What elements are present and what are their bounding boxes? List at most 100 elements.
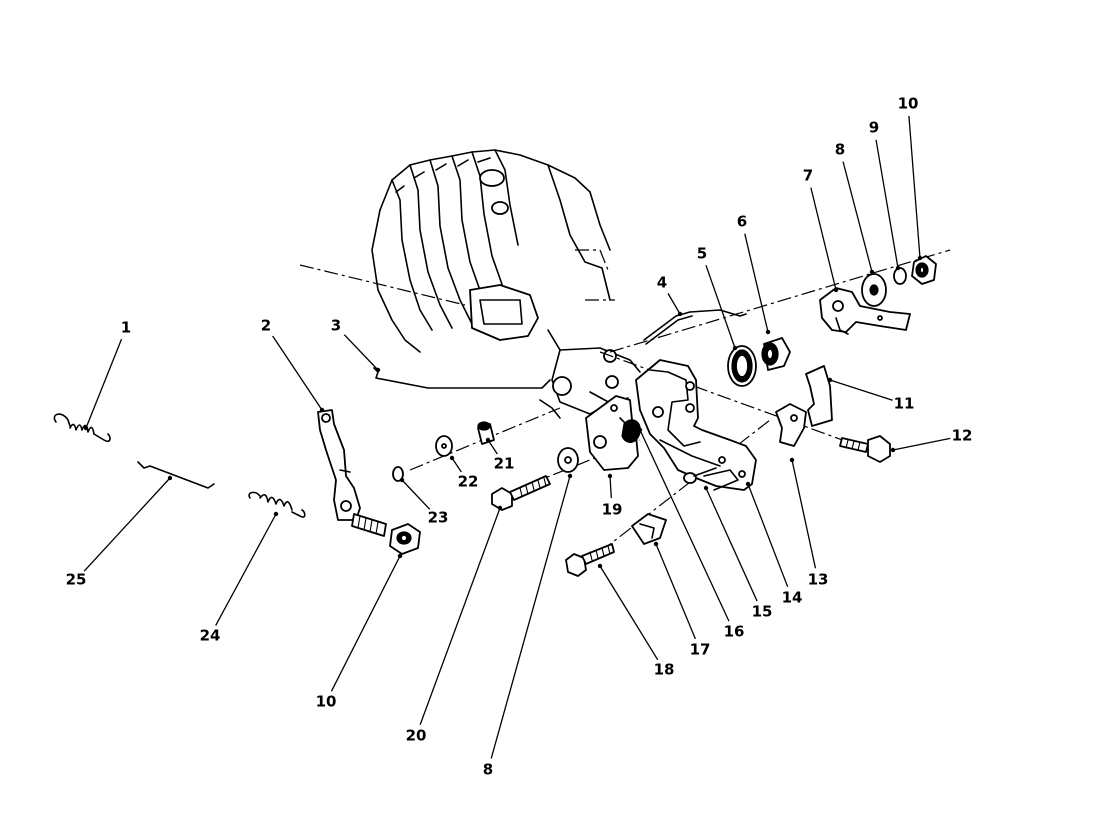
leader-line xyxy=(599,565,659,661)
part-5-spring xyxy=(727,345,757,387)
callout-number: 24 xyxy=(200,627,221,645)
part-15-pin xyxy=(683,467,717,484)
callout-number: 1 xyxy=(121,319,131,337)
callout-c5: 5 xyxy=(697,245,738,351)
leader-dot xyxy=(319,407,325,413)
leader-line xyxy=(705,487,758,602)
callout-number: 17 xyxy=(690,641,711,659)
part-4-rod xyxy=(643,309,747,345)
leader-dot xyxy=(485,437,491,443)
callout-c15: 15 xyxy=(703,485,772,621)
part-16-spring xyxy=(621,419,641,443)
part-7-throttle-lever xyxy=(819,287,911,335)
callout-number: 5 xyxy=(697,245,707,263)
callout-number: 23 xyxy=(428,509,449,527)
part-1-spring xyxy=(53,413,111,443)
callout-c10b: 10 xyxy=(316,553,403,711)
leader-dot xyxy=(653,541,659,547)
callout-c11: 11 xyxy=(827,377,915,413)
leader-line xyxy=(639,429,730,622)
callout-c8b: 8 xyxy=(483,473,573,779)
callout-number: 4 xyxy=(657,274,667,292)
leader-line xyxy=(908,115,921,259)
part-10-nut-lower xyxy=(389,523,421,555)
part-2-governor-lever xyxy=(317,409,387,537)
leader-dot xyxy=(869,269,875,275)
leader-dot xyxy=(917,255,923,261)
callout-number: 7 xyxy=(803,167,813,185)
leader-line xyxy=(667,293,681,315)
callout-number: 8 xyxy=(835,141,845,159)
callout-c24: 24 xyxy=(200,511,279,645)
callout-c20: 20 xyxy=(406,505,503,745)
part-14-lever xyxy=(703,469,739,491)
leader-dot xyxy=(375,367,381,373)
engine-block xyxy=(371,149,641,419)
callout-c7: 7 xyxy=(803,167,839,293)
part-11-bracket xyxy=(805,365,833,427)
leader-dot xyxy=(273,511,279,517)
leader-line xyxy=(215,513,277,626)
leader-dot xyxy=(677,311,683,317)
callout-c4: 4 xyxy=(657,274,683,317)
callout-c1: 1 xyxy=(83,319,131,431)
part-8-washer-lower xyxy=(557,447,579,473)
leader-line xyxy=(272,335,323,411)
callout-number: 20 xyxy=(406,727,427,745)
callout-c10a: 10 xyxy=(898,95,923,261)
leader-dot xyxy=(449,455,455,461)
part-23-clip xyxy=(392,466,404,482)
leader-dot xyxy=(567,473,573,479)
leader-dot xyxy=(497,505,503,511)
callout-number: 18 xyxy=(654,661,675,679)
callout-c18: 18 xyxy=(597,563,675,679)
leader-dot xyxy=(789,457,795,463)
callout-number: 11 xyxy=(894,395,915,413)
part-22-washer xyxy=(435,435,453,457)
callout-number: 16 xyxy=(724,623,745,641)
part-13-clamp xyxy=(775,403,807,447)
leader-line xyxy=(829,379,893,401)
callout-c6: 6 xyxy=(737,213,771,335)
leader-line xyxy=(810,187,837,291)
leader-line xyxy=(875,139,899,269)
part-24-spring xyxy=(248,491,306,518)
leader-line xyxy=(747,483,789,588)
callout-c25: 25 xyxy=(66,475,173,589)
leader-line xyxy=(419,507,501,725)
callout-number: 25 xyxy=(66,571,87,589)
part-6-bushing xyxy=(761,337,791,371)
control-plate xyxy=(635,359,757,491)
callout-c19: 19 xyxy=(602,473,623,519)
leader-line xyxy=(705,265,736,349)
part-18-screw xyxy=(565,543,615,577)
leader-dot xyxy=(895,265,901,271)
leader-dot xyxy=(399,477,405,483)
callout-number: 19 xyxy=(602,501,623,519)
leader-line xyxy=(791,459,817,569)
leader-line xyxy=(655,543,696,640)
callout-number: 12 xyxy=(952,427,973,445)
leader-dot xyxy=(607,473,613,479)
part-21-bushing xyxy=(477,421,495,445)
leader-line xyxy=(451,457,462,473)
callout-c3: 3 xyxy=(331,317,381,373)
part-12-screw xyxy=(839,435,891,463)
leader-line xyxy=(892,437,951,451)
leader-dot xyxy=(890,447,896,453)
leader-dot xyxy=(397,553,403,559)
callout-number: 6 xyxy=(737,213,747,231)
callout-c23: 23 xyxy=(399,477,449,527)
callout-c21: 21 xyxy=(485,437,514,473)
callout-c14: 14 xyxy=(745,481,802,607)
leader-dot xyxy=(83,425,89,431)
callout-c2: 2 xyxy=(261,317,325,413)
part-17-clip xyxy=(631,513,667,545)
leader-dot xyxy=(597,563,603,569)
callout-c9: 9 xyxy=(869,119,901,271)
part-10-nut-upper xyxy=(911,255,937,285)
part-20-bolt xyxy=(491,475,551,511)
part-8-washer-upper xyxy=(861,273,887,307)
